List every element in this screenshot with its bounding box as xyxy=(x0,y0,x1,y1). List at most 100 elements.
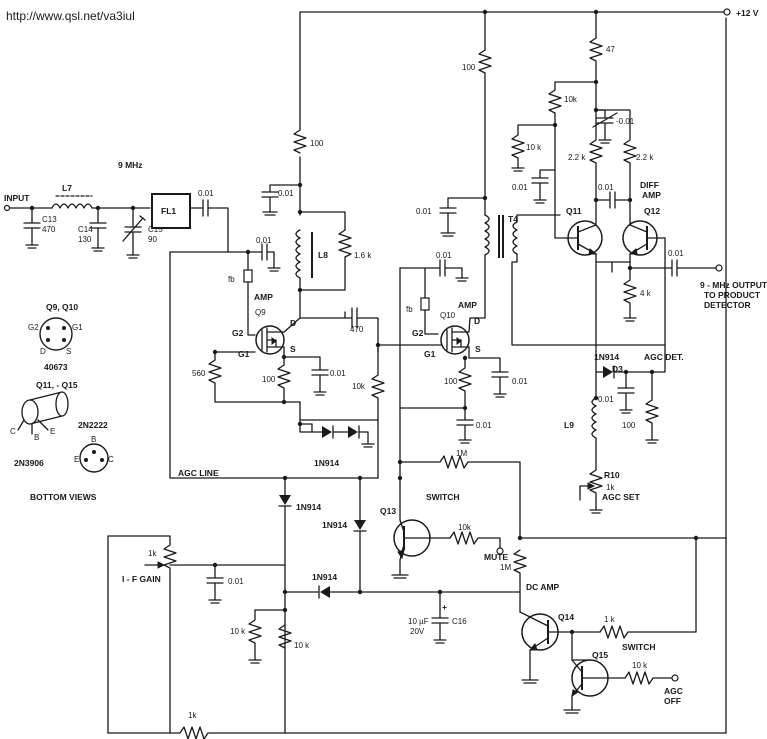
Q15-label: Q15 xyxy=(592,650,608,660)
c-q9a-label: 0.01 xyxy=(278,189,294,198)
r100-q10-label: 100 xyxy=(462,63,476,72)
freq-label: 9 MHz xyxy=(118,160,143,170)
r100-q10s-label: 100 xyxy=(444,377,458,386)
c16-value: 10 µF xyxy=(408,617,429,626)
supply-rail xyxy=(299,8,731,734)
FL1-filter xyxy=(151,193,191,229)
q10-d-label: D xyxy=(474,316,480,326)
r1k-sw-label: 1 k xyxy=(604,615,616,624)
C14-label: C14 xyxy=(78,225,93,234)
pin-c1: C xyxy=(10,427,16,436)
L9-coil xyxy=(591,397,597,471)
diff-label-1: DIFF xyxy=(640,180,659,190)
C13-value: 470 xyxy=(42,225,56,234)
c-fl1-label: 0.01 xyxy=(198,189,214,198)
pin-e1: E xyxy=(50,427,55,436)
switch1-label: SWITCH xyxy=(426,492,460,502)
pin-g2: G2 xyxy=(28,323,39,332)
r47-label: 47 xyxy=(606,45,615,54)
agc-line-label: AGC LINE xyxy=(178,468,219,478)
Q12-label: Q12 xyxy=(644,206,660,216)
r560-label: 560 xyxy=(192,369,206,378)
C15-label: C15 xyxy=(148,225,163,234)
q9-d-label: D xyxy=(290,318,296,328)
r1k-bottom-label: 1k xyxy=(188,711,197,720)
pin-b1: B xyxy=(34,433,39,442)
r10k-b-label: 10 k xyxy=(526,143,542,152)
c-diff-label: 0.01 xyxy=(598,183,614,192)
L8-coil xyxy=(295,229,301,279)
Q11-label: Q11 xyxy=(566,206,582,216)
r100-q9 xyxy=(293,129,307,154)
output-label-2: TO PRODUCT xyxy=(704,290,761,300)
Q14-label: Q14 xyxy=(558,612,574,622)
d1N914-b-label: 1N914 xyxy=(322,520,347,530)
r100k-label: 100 xyxy=(622,421,636,430)
r10k-a-label: 10k xyxy=(564,95,578,104)
d1N914-e-label: 1N914 xyxy=(312,572,337,582)
d1N914-a-label: 1N914 xyxy=(314,458,339,468)
pin-d: D xyxy=(40,347,46,356)
C16-label: C16 xyxy=(452,617,467,626)
r22k-a-label: 2.2 k xyxy=(568,153,586,162)
r100-label: 100 xyxy=(310,139,324,148)
r1k-gain-label: 1k xyxy=(148,549,157,558)
Q9-label: Q9 xyxy=(255,308,266,317)
c-q9s-label: 0.01 xyxy=(330,369,346,378)
r1M-a-label: 1M xyxy=(456,449,467,458)
c-q10b-label: 0.01 xyxy=(476,421,492,430)
T4-label: T4 xyxy=(508,214,518,224)
r10k-c-label: 10 k xyxy=(230,627,246,636)
c-det-label: 0.01 xyxy=(598,395,614,404)
C15-value: 90 xyxy=(148,235,157,244)
d1N914-c-label: 1N914 xyxy=(296,502,321,512)
mute-label: MUTE xyxy=(484,552,508,562)
if-gain-label: I - F GAIN xyxy=(122,574,161,584)
dc-amp-label: DC AMP xyxy=(526,582,560,592)
C14-value: 130 xyxy=(78,235,92,244)
agc-set-label: AGC SET xyxy=(602,492,641,502)
c16-voltage: 20V xyxy=(410,627,425,636)
pin-2n3906: 2N3906 xyxy=(14,458,44,468)
bottom-views-label: BOTTOM VIEWS xyxy=(30,492,97,502)
c-q10s-label: 0.01 xyxy=(512,377,528,386)
R10-label: R10 xyxy=(604,470,620,480)
pin-part: 40673 xyxy=(44,362,68,372)
switch2-label: SWITCH xyxy=(622,642,656,652)
R10-value: 1k xyxy=(606,483,615,492)
agc-det-label: AGC DET. xyxy=(644,352,684,362)
c-gain-label: 0.01 xyxy=(228,577,244,586)
c-out-label: 0.01 xyxy=(668,249,684,258)
L9-label: L9 xyxy=(564,420,574,430)
pin-g1: G1 xyxy=(72,323,83,332)
agc-off-label-1: AGC xyxy=(664,686,683,696)
url-label: http://www.qsl.net/va3iul xyxy=(6,9,135,23)
r10k-q10g-label: 10k xyxy=(352,382,366,391)
pinout-q9q10-label: Q9, Q10 xyxy=(46,302,78,312)
r10k-off-label: 10 k xyxy=(632,661,648,670)
T4-primary xyxy=(484,214,490,256)
pin-b2: B xyxy=(91,435,96,444)
c470-label: 470 xyxy=(350,325,364,334)
fb-q9-label: fb xyxy=(228,275,235,284)
supply-label: +12 V xyxy=(736,8,759,18)
r16k-label: 1.6 k xyxy=(354,251,372,260)
pin-c2: C xyxy=(108,455,114,464)
L7-label: L7 xyxy=(62,183,72,193)
output-label-3: DETECTOR xyxy=(704,300,751,310)
r10k-d-label: 10 k xyxy=(294,641,310,650)
D3-label: D3 xyxy=(612,364,623,374)
output-label-1: 9 - MHz OUTPUT xyxy=(700,280,767,290)
agc-off-label-2: OFF xyxy=(664,696,681,706)
pinout-q11-label: Q11, - Q15 xyxy=(36,380,78,390)
FL1-label: FL1 xyxy=(161,206,176,216)
pinout-views: Q9, Q10 G2 G1 D S 40673 Q11, - Q15 C B E… xyxy=(10,302,114,502)
q10-s-label: S xyxy=(475,344,481,354)
c-supply-label: -0.01 xyxy=(616,117,635,126)
Q13-label: Q13 xyxy=(380,506,396,516)
q9-g2-label: G2 xyxy=(232,328,244,338)
amp1-label: AMP xyxy=(254,292,273,302)
fb-q10-label: fb xyxy=(406,305,413,314)
C13-label: C13 xyxy=(42,215,57,224)
input-label: INPUT xyxy=(4,193,30,203)
